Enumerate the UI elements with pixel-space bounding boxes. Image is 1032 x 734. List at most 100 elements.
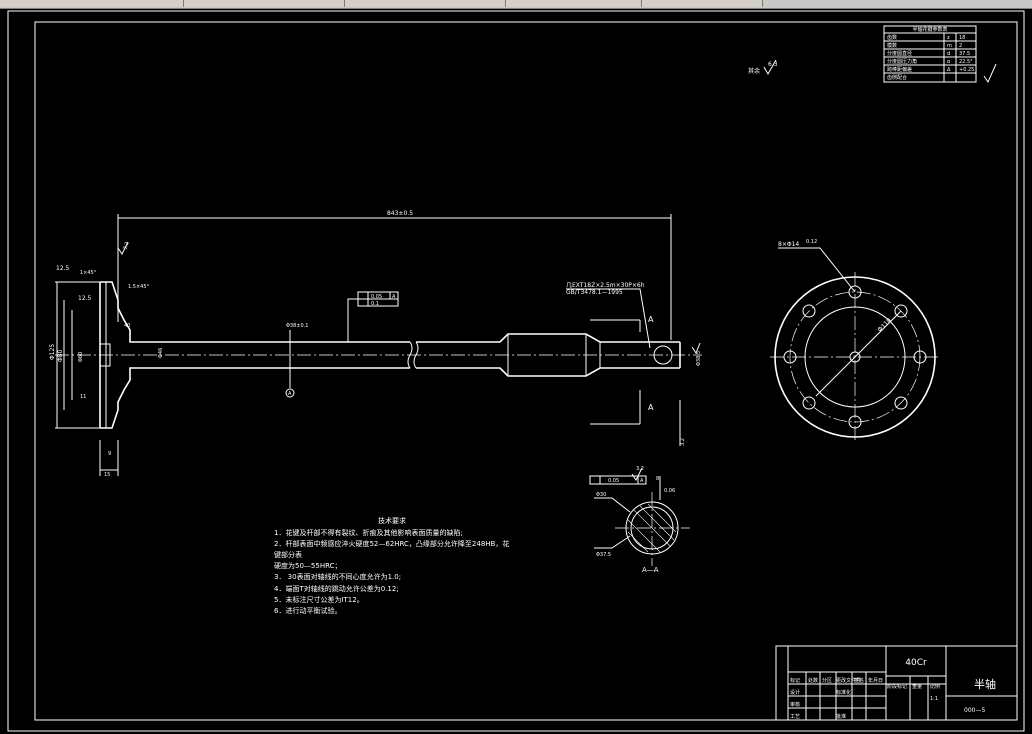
svg-text:工艺: 工艺: [790, 714, 800, 720]
svg-text:年月日: 年月日: [868, 677, 883, 684]
svg-text:9: 9: [108, 451, 111, 457]
flange-end-view: Φ110 8×Φ14 0.12: [770, 239, 940, 442]
svg-text:标记: 标记: [790, 677, 800, 684]
svg-text:齿侧配合: 齿侧配合: [887, 74, 907, 81]
svg-text:1×45°: 1×45°: [80, 270, 97, 276]
svg-text:40: 40: [124, 323, 130, 329]
svg-text:22.5°: 22.5°: [959, 59, 973, 65]
svg-text:Φ38±0.1: Φ38±0.1: [286, 323, 308, 329]
svg-text:标准化: 标准化: [836, 689, 851, 696]
svg-text:0.05: 0.05: [608, 478, 619, 484]
svg-text:4．端面T对轴线的跳动允许公差为0.12;: 4．端面T对轴线的跳动允许公差为0.12;: [274, 584, 399, 593]
svg-text:模数: 模数: [887, 42, 897, 49]
roughness-note: 其余 6.3: [748, 59, 778, 76]
svg-text:比例: 比例: [930, 683, 940, 690]
svg-text:重量: 重量: [912, 683, 922, 690]
svg-text:Φ46: Φ46: [158, 348, 164, 358]
svg-text:签名: 签名: [854, 677, 864, 684]
dims-left: Φ125 Φ80 Φ60 Φ46 40 12.5 1×45° 1.5×45° 1…: [49, 241, 164, 478]
tech-notes-title: 技术要求: [378, 516, 406, 525]
svg-text:3.2: 3.2: [122, 241, 130, 251]
svg-text:6.3: 6.3: [768, 61, 778, 68]
svg-text:Φ125: Φ125: [49, 344, 56, 360]
params-title: 半轴花键参数表: [912, 26, 947, 33]
svg-text:审核: 审核: [790, 701, 800, 708]
svg-text:m: m: [947, 43, 952, 49]
svg-text:0.05: 0.05: [371, 294, 382, 300]
svg-text:37.5: 37.5: [959, 51, 970, 57]
svg-text:12.5: 12.5: [78, 295, 92, 302]
svg-text:0.12: 0.12: [806, 239, 817, 245]
svg-text:处数: 处数: [808, 677, 818, 684]
svg-text:A—A: A—A: [642, 566, 659, 574]
svg-text:8×Φ14: 8×Φ14: [778, 241, 799, 248]
svg-text:齿数: 齿数: [887, 34, 897, 41]
svg-text:更改文件号: 更改文件号: [836, 677, 861, 684]
svg-text:硬度为50—55HRC；: 硬度为50—55HRC；: [274, 561, 341, 570]
svg-text:A: A: [392, 294, 396, 300]
svg-text:分度圆直径: 分度圆直径: [887, 50, 912, 57]
section-markers: A A: [590, 315, 654, 425]
svg-text:3． 30表面对轴线的不同心度允许为1.0;: 3． 30表面对轴线的不同心度允许为1.0;: [274, 572, 401, 581]
svg-text:GB/T3478.1—1995: GB/T3478.1—1995: [566, 289, 623, 296]
svg-text:设计: 设计: [790, 689, 800, 696]
outer-frame: [7, 10, 1025, 732]
svg-text:843±0.5: 843±0.5: [387, 210, 413, 217]
dim-overall: 843±0.5: [117, 210, 672, 340]
shaft-main-view: [55, 281, 702, 429]
svg-text:分区: 分区: [822, 677, 832, 684]
svg-text:Φ37.5: Φ37.5: [596, 552, 611, 558]
svg-text:1.5×45°: 1.5×45°: [128, 284, 150, 290]
svg-text:8: 8: [656, 476, 659, 482]
inner-frame: [34, 21, 1018, 721]
svg-text:Φ110: Φ110: [876, 317, 893, 334]
tab[interactable]: [642, 0, 763, 7]
tech-notes: 技术要求 1．花键及杆部不得有裂纹、折痕及其他影响表面质量的缺陷; 2．杆部表面…: [274, 516, 509, 615]
svg-text:Φ30: Φ30: [596, 492, 606, 498]
svg-text:0.1: 0.1: [371, 301, 379, 307]
svg-text:Δ: Δ: [947, 67, 951, 73]
svg-text:分度圆压力角: 分度圆压力角: [887, 58, 917, 65]
drawing-canvas: 半轴花键参数表 齿数 z 18 模数 m 2 分度圆直径 d 37.5 分度圆压…: [7, 10, 1025, 732]
svg-text:6．进行动平衡试验。: 6．进行动平衡试验。: [274, 606, 341, 615]
svg-text:批准: 批准: [836, 713, 846, 720]
svg-text:阶段标记: 阶段标记: [887, 683, 907, 690]
svg-text:18: 18: [959, 35, 965, 41]
svg-text:3.2: 3.2: [636, 466, 644, 472]
dims-shaft: Φ38±0.1 0.05 A 0.1 A 几EXT18Z×2.5m×30P×6h…: [285, 282, 702, 446]
svg-text:2: 2: [959, 43, 962, 49]
tb-material: 40Cr: [905, 658, 927, 668]
svg-text:z: z: [947, 35, 950, 41]
svg-text:1．花键及杆部不得有裂纹、折痕及其他影响表面质量的缺陷;: 1．花键及杆部不得有裂纹、折痕及其他影响表面质量的缺陷;: [274, 528, 463, 537]
svg-text:5．未标注尺寸公差为IT12。: 5．未标注尺寸公差为IT12。: [274, 595, 364, 604]
svg-text:A: A: [288, 391, 292, 397]
svg-text:Φ80: Φ80: [57, 349, 64, 362]
svg-text:15: 15: [104, 472, 110, 478]
svg-text:3.2: 3.2: [680, 438, 686, 446]
svg-text:键部分表: 键部分表: [274, 550, 302, 559]
svg-text:Φ60: Φ60: [78, 352, 84, 362]
svg-text:+0.25: +0.25: [959, 67, 974, 73]
svg-text:其余: 其余: [748, 67, 760, 75]
section-a-a: 0.05 A 3.2 0.06 8 Φ30 Φ37.5 A—A: [589, 466, 690, 574]
svg-text:几EXT18Z×2.5m×30P×6h: 几EXT18Z×2.5m×30P×6h: [566, 282, 645, 289]
tab[interactable]: [345, 0, 506, 7]
svg-text:A: A: [648, 403, 654, 412]
params-table: 半轴花键参数表 齿数 z 18 模数 m 2 分度圆直径 d 37.5 分度圆压…: [883, 25, 997, 84]
tab[interactable]: [506, 0, 642, 7]
title-block: 标记 处数 分区 更改文件号 签名 年月日 设计 审核 工艺 标准化 批准 阶段…: [775, 645, 1018, 721]
tab-strip: [0, 0, 1032, 9]
svg-text:2．杆部表面中频感应淬火硬度52—62HRC，凸缘部分允许降: 2．杆部表面中频感应淬火硬度52—62HRC，凸缘部分允许降至248HB，花: [274, 539, 509, 548]
svg-text:α: α: [947, 59, 951, 65]
svg-text:11: 11: [80, 394, 86, 400]
svg-text:0.06: 0.06: [664, 488, 675, 494]
svg-text:跨棒距偏差: 跨棒距偏差: [887, 66, 912, 73]
svg-text:A: A: [648, 315, 654, 324]
svg-text:Φ38.5: Φ38.5: [696, 351, 702, 366]
tb-part-name: 半轴: [974, 677, 996, 691]
svg-text:d: d: [947, 51, 950, 57]
tab[interactable]: [184, 0, 345, 7]
tab[interactable]: [0, 0, 184, 7]
tb-scale: 1:1: [930, 696, 938, 702]
